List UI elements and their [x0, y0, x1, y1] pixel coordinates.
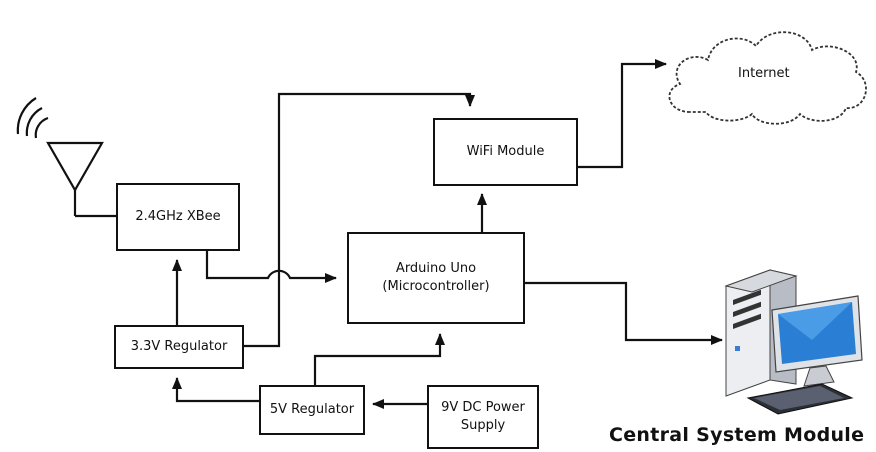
desktop-computer-icon [724, 269, 863, 415]
xbee-label: 2.4GHz XBee [135, 209, 221, 225]
central-system-module-caption: Central System Module [609, 424, 865, 446]
wifi-module-block: WiFi Module [433, 118, 578, 186]
connector-arduino-computer [525, 281, 723, 345]
arduino-sublabel: (Microcontroller) [382, 279, 490, 294]
power-supply-label: 9V DC Power [441, 400, 525, 416]
connector-xbee-arduino [205, 251, 337, 283]
connector-reg33-wifi [243, 92, 475, 348]
xbee-block: 2.4GHz XBee [116, 183, 240, 251]
internet-label: Internet [738, 66, 790, 81]
antenna-icon [16, 97, 104, 216]
connector-reg5-reg33 [172, 377, 260, 403]
connector-wifi-internet [577, 59, 667, 169]
power-supply-sublabel: Supply [460, 418, 506, 433]
reg-5v-block: 5V Regulator [259, 385, 365, 435]
connector-reg5-arduino [313, 333, 445, 385]
reg-5v-label: 5V Regulator [269, 402, 355, 418]
reg-3v3-label: 3.3V Regulator [130, 339, 228, 355]
cloud-icon [668, 31, 867, 125]
wifi-module-label: WiFi Module [466, 144, 545, 160]
arduino-block: Arduino Uno (Microcontroller) [347, 232, 525, 324]
arduino-label: Arduino Uno [395, 261, 477, 277]
reg-3v3-block: 3.3V Regulator [114, 325, 244, 369]
power-supply-block: 9V DC Power Supply [427, 385, 539, 449]
